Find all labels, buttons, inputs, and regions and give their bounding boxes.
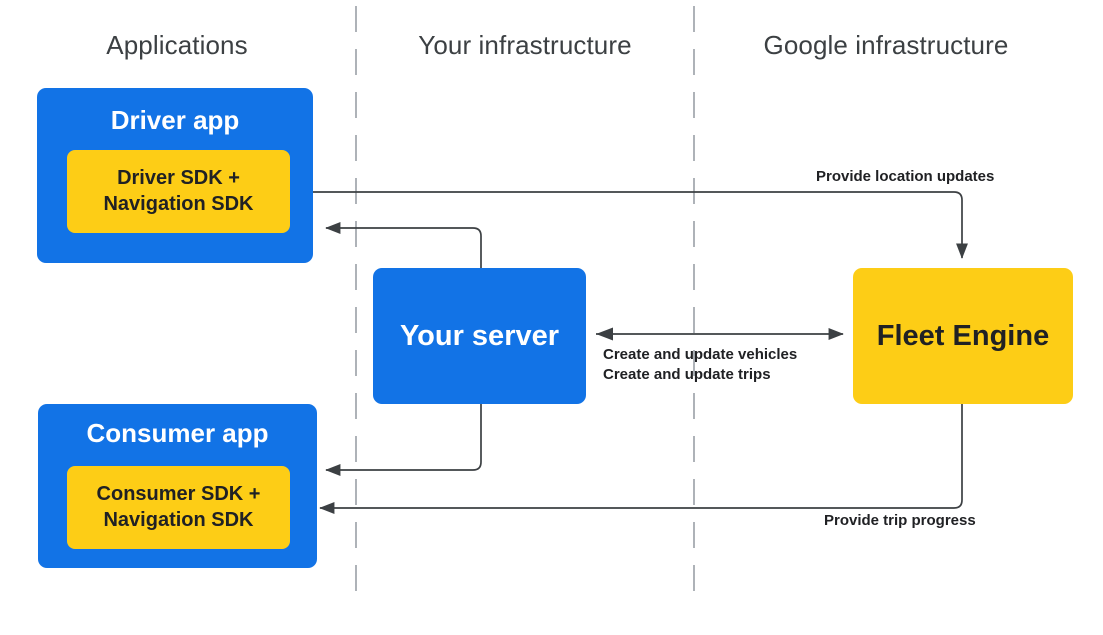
your-server-label: Your server: [399, 319, 560, 352]
edge-label-create-update-trips: Create and update trips: [603, 366, 771, 384]
edge-server-to-driver: [325, 222, 482, 268]
column-title-applications: Applications: [106, 30, 248, 60]
driver-sdk-label-line1: Driver SDK +: [117, 166, 240, 189]
consumer-sdk-label-line1: Consumer SDK +: [96, 482, 261, 505]
consumer-sdk-label-line2: Navigation SDK: [103, 508, 254, 531]
edge-label-provide-trip-progress: Provide trip progress: [824, 512, 976, 529]
edge-driver-to-fleet: [312, 191, 968, 259]
edge-label-provide-location-updates: Provide location updates: [816, 168, 995, 185]
consumer-app-label: Consumer app: [86, 418, 269, 448]
edge-label-create-and-update: Create and update vehicles Create and up…: [603, 345, 797, 386]
edge-label-create-update-vehicles: Create and update vehicles: [603, 346, 798, 363]
driver-app-label: Driver app: [110, 105, 240, 135]
node-your-server[interactable]: Your server: [373, 268, 586, 404]
edge-server-to-consumer: [325, 404, 482, 476]
node-fleet-engine[interactable]: Fleet Engine: [853, 268, 1073, 404]
column-title-your-infrastructure: Your infrastructure: [418, 30, 632, 60]
arrowhead-to-server: [596, 327, 613, 341]
driver-sdk-label-line2: Navigation SDK: [103, 192, 254, 215]
node-consumer-sdk[interactable]: Consumer SDK + Navigation SDK: [67, 466, 290, 549]
column-title-google-infrastructure: Google infrastructure: [763, 30, 1009, 60]
node-driver-sdk[interactable]: Driver SDK + Navigation SDK: [67, 150, 290, 233]
fleet-engine-label: Fleet Engine: [876, 319, 1050, 352]
edge-fleet-to-consumer: [319, 404, 963, 514]
